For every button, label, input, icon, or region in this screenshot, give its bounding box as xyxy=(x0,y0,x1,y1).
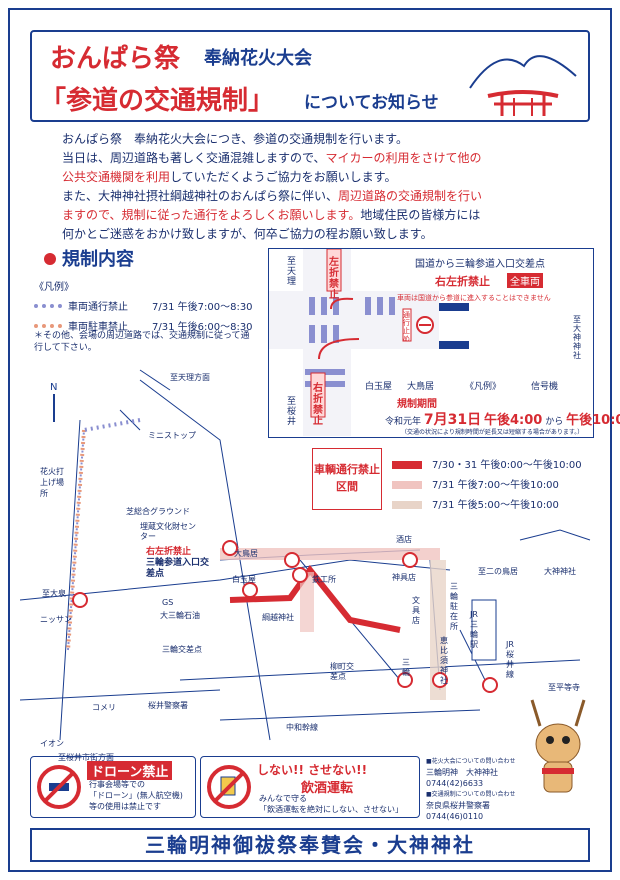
map-label: 至平等寺 xyxy=(548,683,580,692)
period-label: 規制期間 xyxy=(397,399,437,410)
title-notice-suffix: についてお知らせ xyxy=(304,93,439,113)
map-label: イオン xyxy=(40,739,64,748)
map-label: 酒店 xyxy=(396,535,412,544)
period-box: 車輌通行禁止区間 xyxy=(312,448,382,510)
drone-text: 行事会場等での「ドローン」(無人航空機)等の使用は禁止です xyxy=(89,780,183,811)
map-label: 神具店 xyxy=(392,573,416,582)
map-label: 桜井警察署 xyxy=(148,701,188,710)
inset-label: 大鳥居 xyxy=(407,382,435,392)
drone-notice-box: ドローン禁止 行事会場等での「ドローン」(無人航空機)等の使用は禁止です xyxy=(30,756,196,818)
no-entry-label: 通行止め xyxy=(403,311,410,343)
contact-info: ■花火大会についての問い合わせ 三輪明神 大神神社 0744(42)6633 ■… xyxy=(426,758,516,821)
map-label: 大神神社 xyxy=(544,567,576,576)
map-label: コメリ xyxy=(92,703,116,712)
map-label: GS xyxy=(162,598,174,607)
inset-label: 信号機 xyxy=(531,382,559,392)
period-row: 7/31 午後7:00～午後10:00 xyxy=(392,476,559,491)
period-row: 7/30・31 午後0:00～午後10:00 xyxy=(392,456,582,471)
legend-title: 《凡例》 xyxy=(34,282,74,293)
map-label: 三輪参道入口交差点 xyxy=(146,558,210,579)
map-label: 花火打上げ場所 xyxy=(40,467,64,498)
mascot-deer-image xyxy=(530,699,586,793)
drunk-driving-box: しない!! させない!! 飲酒運転 みんなで守る「飲酒運転を絶対にしない、させな… xyxy=(200,756,420,818)
map-label: 文具店 xyxy=(412,596,420,625)
map-label: 三輪駐在所 xyxy=(450,582,458,631)
bullet-icon xyxy=(44,253,56,265)
map-label: 大鳥居 xyxy=(234,549,258,558)
intro-line: 当日は、周辺道路も著しく交通混雑しますので、マイカーの利用をさけて他の xyxy=(62,151,482,165)
period-date: 令和元年 7月31日 午後4:00 から 午後10:00 xyxy=(385,412,620,428)
intro-text: おんぱら祭 奉納花火大会につき、参道の交通規制を行います。 当日は、周辺道路も著… xyxy=(62,130,582,244)
map-label: 埋蔵文化財センター xyxy=(140,522,196,541)
map-label: 大三輪石油 xyxy=(160,611,200,620)
map-label: 至天理方面 xyxy=(170,373,210,382)
drink-text: みんなで守る「飲酒運転を絶対にしない、させない」 xyxy=(259,794,403,814)
intro-line: また、大神神社摂社綱越神社のおんぱら祭に伴い、周辺道路の交通規制を行い xyxy=(62,189,483,203)
title-notice: 「参道の交通規制」 xyxy=(40,86,275,116)
north-label: N xyxy=(50,382,57,393)
map-label: JR桜井線 xyxy=(506,640,514,679)
title-sub: 奉納花火大会 xyxy=(204,48,312,69)
intro-line: ますので、規制に従った通行をよろしくお願いします。地域住民の皆様方には xyxy=(62,208,481,222)
period-row: 7/31 午後5:00～午後10:00 xyxy=(392,496,559,511)
area-map: N xyxy=(20,369,591,741)
header-box xyxy=(30,30,590,122)
inset-label: 至天理 xyxy=(287,257,297,287)
map-label: 芝総合グラウンド xyxy=(126,507,190,516)
map-label: 三輪交差点 xyxy=(162,645,202,654)
no-drone-icon xyxy=(37,765,81,809)
inset-label: 《凡例》 xyxy=(465,382,502,392)
intro-line: 公共交通機関を利用していただくようご協力をお願いします。 xyxy=(62,170,397,184)
drone-title: ドローン禁止 xyxy=(87,761,173,780)
inset-label: 至桜井 xyxy=(287,397,297,427)
intersection-inset: 至天理 至桜井 左折禁止 右折禁止 通行止め 国道から三輪参道入口交差点 右左折… xyxy=(268,248,620,438)
inset-label: 白玉屋 xyxy=(365,382,393,392)
page-border xyxy=(8,8,612,872)
map-label: 至二の鳥居 xyxy=(478,567,518,576)
right-turn-ban-label: 右折禁止 xyxy=(313,383,323,427)
map-label: 中和幹線 xyxy=(286,723,318,732)
no-drink-driving-icon xyxy=(207,765,251,809)
map-label: 鉄工所 xyxy=(312,575,336,584)
section-title: 規制内容 xyxy=(44,245,134,271)
footer-organizer: 三輪明神御祓祭奉賛会・大神神社 xyxy=(30,828,590,862)
all-vehicles-badge: 全車両 xyxy=(507,273,543,288)
intro-line: 何かとご迷惑をおかけ致しますが、何卒ご協力の程お願い致します。 xyxy=(62,227,433,241)
map-label: ミニストップ xyxy=(148,431,196,440)
inset-label: 至大神神社 xyxy=(573,315,581,360)
map-label: 右左折禁止 xyxy=(146,547,192,557)
intersection-diagram xyxy=(269,249,469,436)
legend-note: ＊その他、会場の周辺道路では、交通規制に従って通行して下さい。 xyxy=(34,331,250,353)
map-label: 至桜井市街方面 xyxy=(58,753,114,762)
inset-all-turn-ban: 右左折禁止 xyxy=(435,275,490,288)
intro-line: おんぱら祭 奉納花火大会につき、参道の交通規制を行います。 xyxy=(62,132,408,146)
title-main: おんぱら祭 xyxy=(50,44,181,74)
inset-warning: 車両は国道から参道に進入することはできません xyxy=(397,294,551,302)
torii-mountain-icon xyxy=(469,55,577,116)
inset-footnote: （交通の状況により規制時間が延長又は短縮する場合があります。） xyxy=(401,429,584,436)
map-label: 綱越神社 xyxy=(262,613,294,622)
map-label: ニッサン xyxy=(40,615,72,624)
left-turn-ban-label: 左折禁止 xyxy=(329,257,339,301)
map-label: 至大泉 xyxy=(42,589,66,598)
map-label: 三輪 xyxy=(402,658,410,677)
map-label: JR三輪駅 xyxy=(470,610,478,649)
drink-title2: 飲酒運転 xyxy=(301,781,354,796)
map-label: 柳町交差点 xyxy=(330,662,354,681)
inset-title: 国道から三輪参道入口交差点 xyxy=(415,259,545,270)
drink-title: しない!! させない!! xyxy=(257,763,368,777)
map-label: 白玉屋 xyxy=(232,575,256,584)
map-label: 恵比須神社 xyxy=(440,636,448,685)
